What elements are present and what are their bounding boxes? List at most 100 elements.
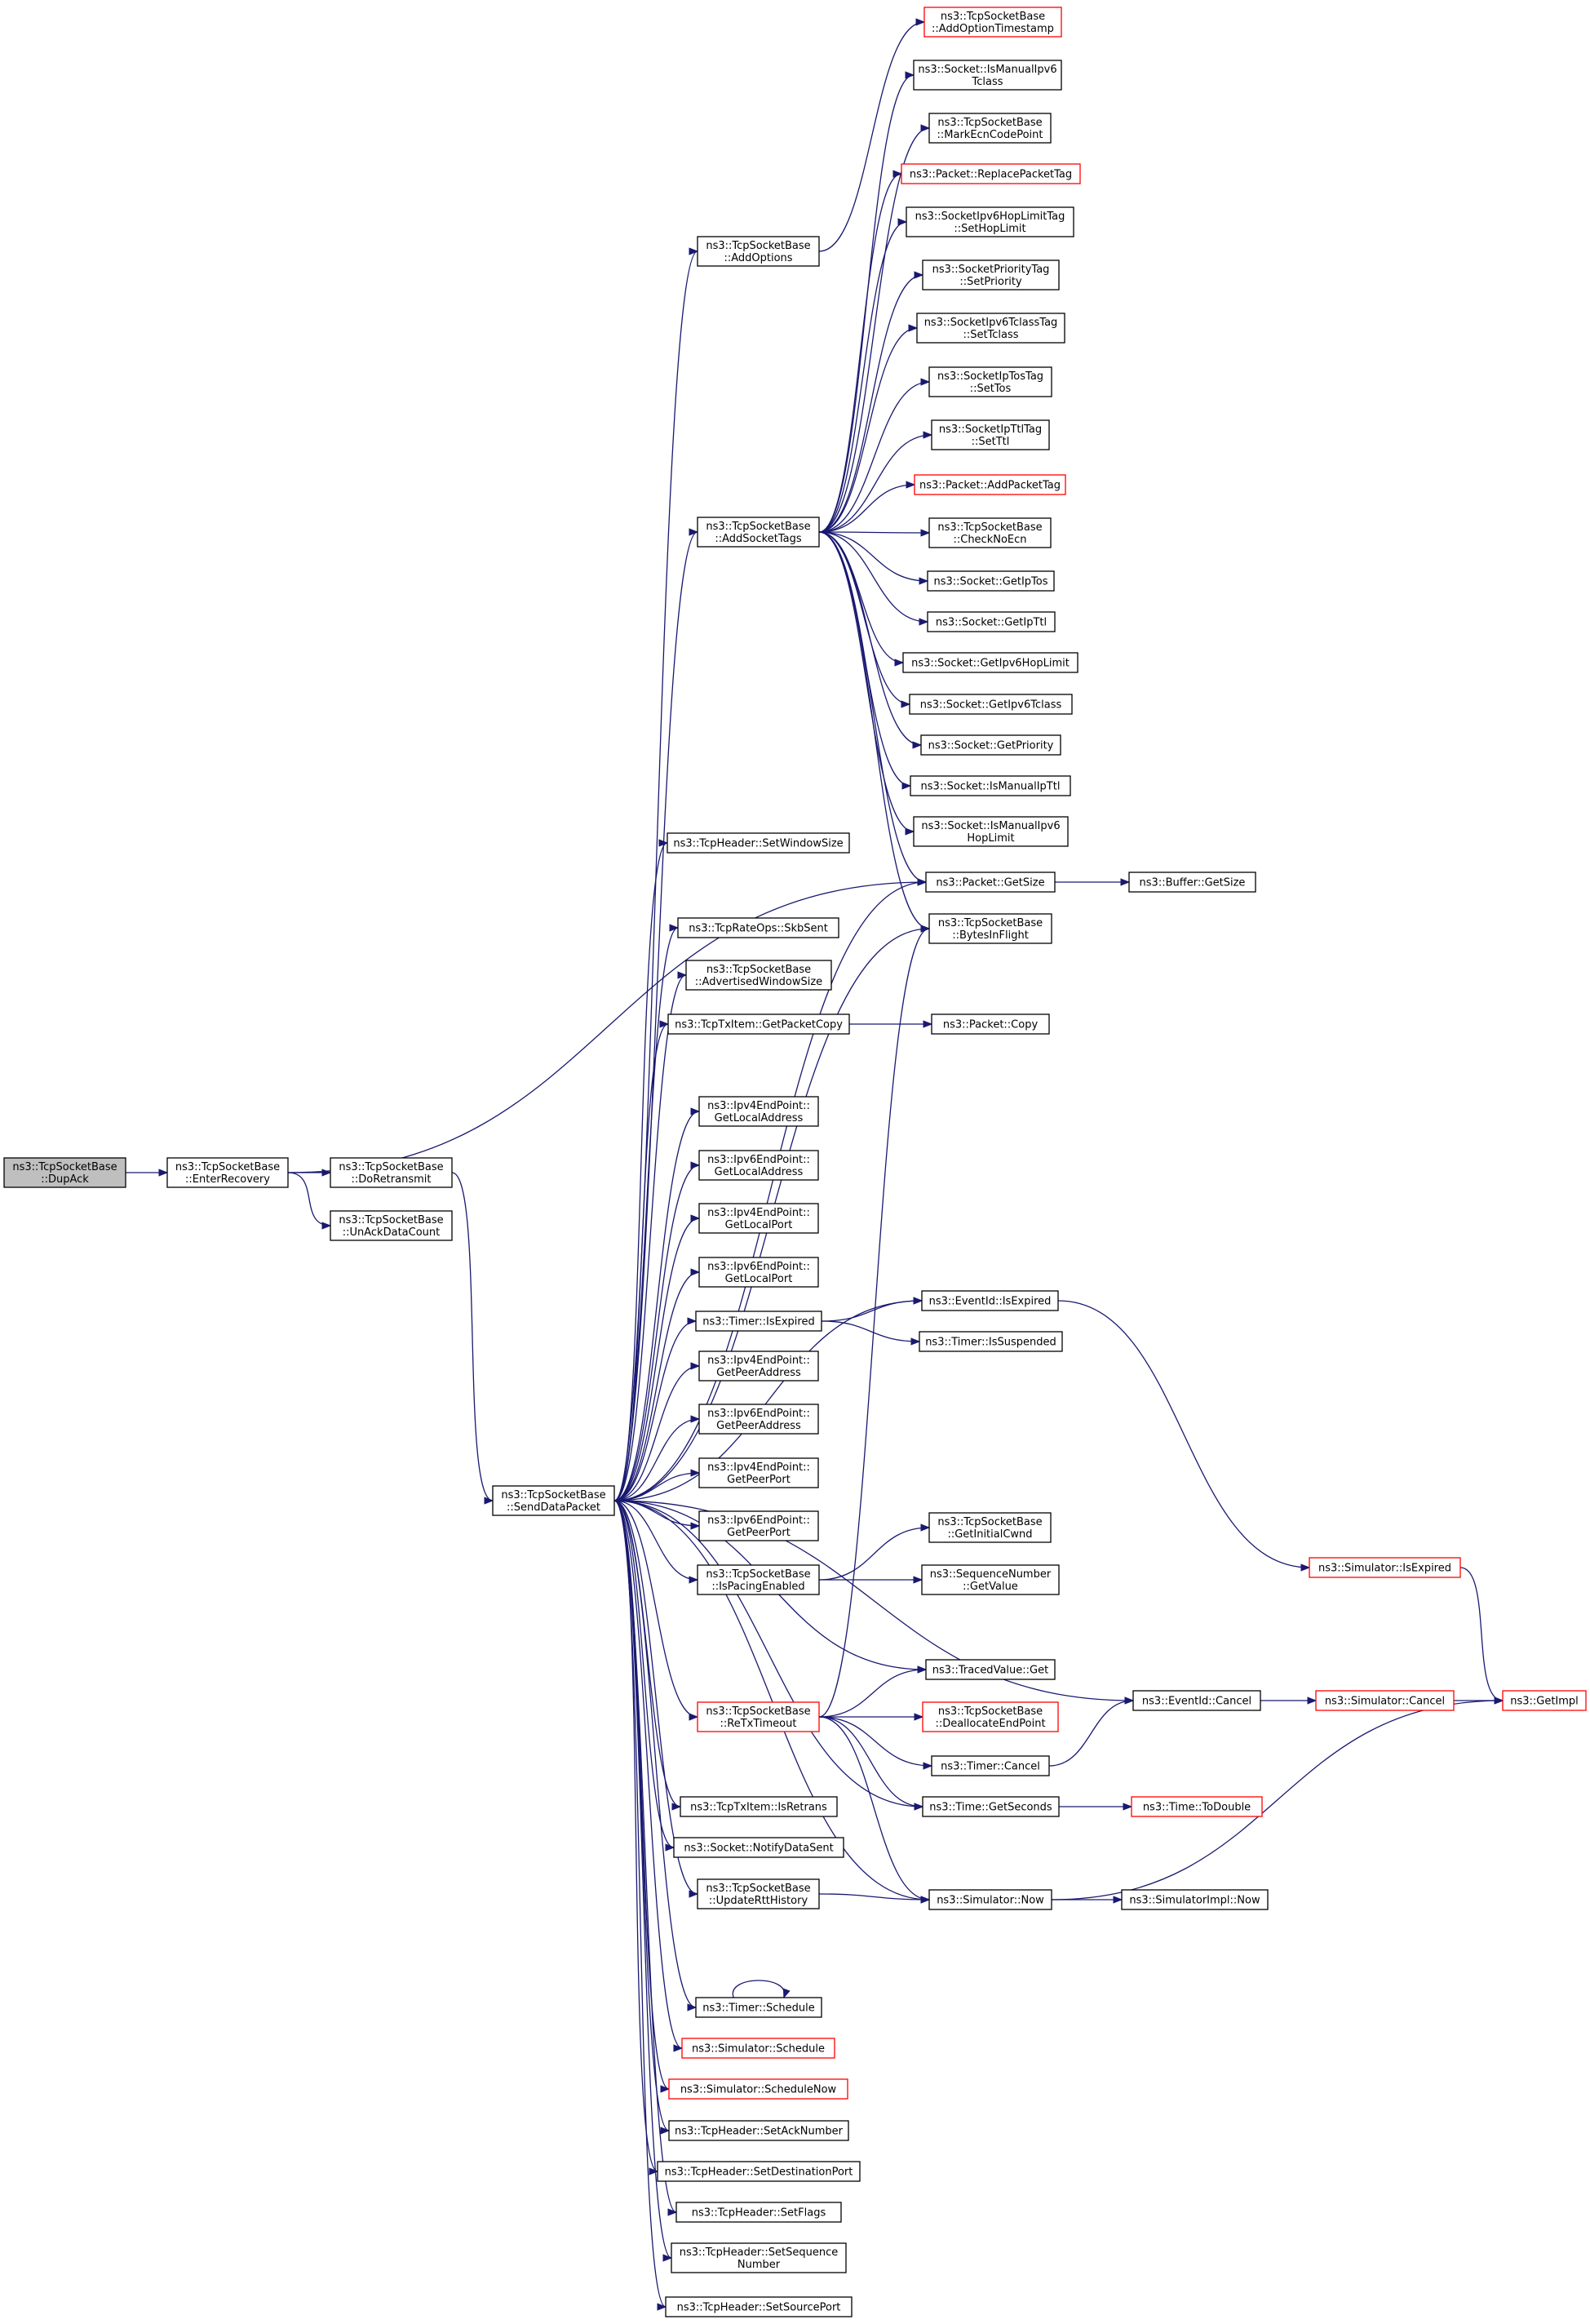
node-ipv4getpeeraddress[interactable]: ns3::Ipv4EndPoint::GetPeerAddress [698, 1350, 819, 1382]
node-ipv4getpeerport[interactable]: ns3::Ipv4EndPoint::GetPeerPort [698, 1457, 819, 1488]
node-simschedule[interactable]: ns3::Simulator::Schedule [681, 2038, 835, 2059]
node-notifydatasent[interactable]: ns3::Socket::NotifyDataSent [673, 1837, 844, 1858]
node-getinitialcwnd[interactable]: ns3::TcpSocketBase::GetInitialCwnd [928, 1512, 1052, 1543]
node-simschedulenow[interactable]: ns3::Simulator::ScheduleNow [668, 2078, 848, 2100]
node-box [931, 419, 1050, 450]
node-updaterttistory[interactable]: ns3::TcpSocketBase::UpdateRttHistory [697, 1878, 820, 1909]
node-timerissuspended[interactable]: ns3::Timer::IsSuspended [919, 1331, 1063, 1352]
edge-senddatapacket-to-timerschedule [613, 1500, 698, 2011]
edge-addoptions-to-addoptiontimestamp [818, 18, 926, 252]
edge-enterrecovery-to-unackdatacount [287, 1172, 332, 1230]
node-dupack[interactable]: ns3::TcpSocketBase::DupAck [3, 1157, 126, 1188]
node-getpacketcopy[interactable]: ns3::TcpTxItem::GetPacketCopy [667, 1013, 850, 1035]
node-label: ::SetTos [970, 383, 1012, 395]
node-unackdatacount[interactable]: ns3::TcpSocketBase::UnAckDataCount [330, 1210, 453, 1241]
edge-doretransmit-to-senddatapacket [451, 1172, 494, 1505]
node-simisexpired[interactable]: ns3::Simulator::IsExpired [1309, 1557, 1461, 1578]
node-sethoplimit[interactable]: ns3::SocketIpv6HopLimitTag::SetHopLimit [906, 206, 1074, 237]
node-label: ns3::Socket::IsManualIpTtl [921, 781, 1061, 793]
node-getiptos[interactable]: ns3::Socket::GetIpTos [927, 570, 1055, 592]
edge-senddatapacket-to-updaterttistory [613, 1500, 699, 1898]
edge-senddatapacket-to-ipv4getpeerport [613, 1469, 701, 1501]
node-label: GetLocalPort [725, 1273, 793, 1285]
node-box [1132, 1690, 1261, 1711]
node-addoptions[interactable]: ns3::TcpSocketBase::AddOptions [697, 236, 820, 267]
node-ipv4getlocalport[interactable]: ns3::Ipv4EndPoint::GetLocalPort [698, 1203, 819, 1234]
node-box [697, 1564, 820, 1595]
node-retxtimeout[interactable]: ns3::TcpSocketBase::ReTxTimeout [697, 1701, 820, 1732]
node-packetcopy[interactable]: ns3::Packet::Copy [931, 1013, 1050, 1035]
node-timegetseconds[interactable]: ns3::Time::GetSeconds [922, 1796, 1060, 1817]
node-doretransmit[interactable]: ns3::TcpSocketBase::DoRetransmit [330, 1157, 453, 1188]
node-setttl[interactable]: ns3::SocketIpTtlTag::SetTtl [931, 419, 1050, 450]
node-addpackettag[interactable]: ns3::Packet::AddPacketTag [914, 474, 1066, 495]
node-skbsent[interactable]: ns3::TcpRateOps::SkbSent [677, 917, 839, 938]
node-getipv6tclass[interactable]: ns3::Socket::GetIpv6Tclass [909, 694, 1073, 715]
node-ipv6getpeeraddress[interactable]: ns3::Ipv6EndPoint::GetPeerAddress [698, 1404, 819, 1435]
node-setdestinationport[interactable]: ns3::TcpHeader::SetDestinationPort [657, 2161, 861, 2182]
edge-addsockettags-to-settclass [818, 324, 919, 533]
node-simnow[interactable]: ns3::Simulator::Now [928, 1889, 1052, 1910]
node-ismanualipttl[interactable]: ns3::Socket::IsManualIpTtl [910, 775, 1071, 796]
node-bytesinflight[interactable]: ns3::TcpSocketBase::BytesInFlight [928, 913, 1052, 944]
edge-eventidisexpired-to-simisexpired [1057, 1300, 1311, 1572]
node-ipv6getpeerport[interactable]: ns3::Ipv6EndPoint::GetPeerPort [698, 1510, 819, 1541]
node-setacknumber[interactable]: ns3::TcpHeader::SetAckNumber [668, 2120, 849, 2141]
node-simimplnow[interactable]: ns3::SimulatorImpl::Now [1121, 1889, 1269, 1910]
node-packetgetsize[interactable]: ns3::Packet::GetSize [925, 872, 1056, 893]
node-eventidisexpired[interactable]: ns3::EventId::IsExpired [921, 1290, 1059, 1311]
node-buffergetsize[interactable]: ns3::Buffer::GetSize [1128, 872, 1256, 893]
node-box [902, 652, 1078, 673]
node-label: GetLocalAddress [715, 1166, 804, 1178]
node-box [1128, 872, 1256, 893]
node-ispacingenabled[interactable]: ns3::TcpSocketBase::IsPacingEnabled [697, 1564, 820, 1595]
node-label: ::BytesInFlight [952, 929, 1029, 942]
node-settclass[interactable]: ns3::SocketIpv6TclassTag::SetTclass [916, 313, 1065, 344]
node-markecncodepoint[interactable]: ns3::TcpSocketBase::MarkEcnCodePoint [928, 113, 1052, 144]
node-setpriority[interactable]: ns3::SocketPriorityTag::SetPriority [922, 259, 1060, 290]
node-enterrecovery[interactable]: ns3::TcpSocketBase::EnterRecovery [166, 1157, 289, 1188]
node-getipttl[interactable]: ns3::Socket::GetIpTtl [927, 611, 1056, 632]
edge-addsockettags-to-settos [818, 378, 931, 533]
node-box [695, 1311, 822, 1332]
node-timerisexpired[interactable]: ns3::Timer::IsExpired [695, 1311, 822, 1332]
node-getimpl[interactable]: ns3::GetImpl [1502, 1690, 1587, 1711]
edge-timerisexpired-to-timerissuspended [821, 1320, 921, 1346]
node-addsockettags[interactable]: ns3::TcpSocketBase::AddSocketTags [697, 517, 820, 548]
node-setwindowsize[interactable]: ns3::TcpHeader::SetWindowSize [667, 832, 850, 854]
node-box [928, 113, 1052, 144]
node-checknoecn[interactable]: ns3::TcpSocketBase::CheckNoEcn [928, 517, 1052, 548]
node-simcancel[interactable]: ns3::Simulator::Cancel [1315, 1690, 1455, 1711]
node-getipv6hoplimit[interactable]: ns3::Socket::GetIpv6HopLimit [902, 652, 1078, 673]
node-timercancel[interactable]: ns3::Timer::Cancel [931, 1755, 1050, 1776]
node-addoptiontimestamp[interactable]: ns3::TcpSocketBase::AddOptionTimestamp [923, 7, 1062, 38]
node-label: ns3::TcpSocketBase [706, 521, 810, 533]
node-setsourceport[interactable]: ns3::TcpHeader::SetSourcePort [665, 2296, 853, 2317]
node-senddatapacket[interactable]: ns3::TcpSocketBase::SendDataPacket [492, 1485, 615, 1516]
node-deallocateendpoint[interactable]: ns3::TcpSocketBase::DeallocateEndPoint [922, 1701, 1059, 1732]
node-label: ::AdvertisedWindowSize [695, 976, 822, 988]
edge-senddatapacket-to-ipv4getlocaladdress [613, 1107, 701, 1501]
node-seqgetvalue[interactable]: ns3::SequenceNumber::GetValue [921, 1564, 1060, 1595]
node-ipv6getlocalport[interactable]: ns3::Ipv6EndPoint::GetLocalPort [698, 1257, 819, 1288]
node-timetodouble[interactable]: ns3::Time::ToDouble [1131, 1796, 1263, 1817]
node-getpriority[interactable]: ns3::Socket::GetPriority [920, 734, 1061, 756]
node-label: GetPeerPort [727, 1527, 791, 1539]
node-ipv6getlocaladdress[interactable]: ns3::Ipv6EndPoint::GetLocalAddress [698, 1150, 819, 1181]
node-box [922, 1701, 1059, 1732]
node-replacepackettag[interactable]: ns3::Packet::ReplacePacketTag [901, 163, 1081, 184]
node-advertisedwindowsize[interactable]: ns3::TcpSocketBase::AdvertisedWindowSize [685, 960, 832, 991]
node-label: ns3::TcpSocketBase [339, 1214, 443, 1226]
node-setflags[interactable]: ns3::TcpHeader::SetFlags [675, 2202, 842, 2223]
node-tracedvalueget[interactable]: ns3::TracedValue::Get [925, 1659, 1056, 1680]
node-timerschedule[interactable]: ns3::Timer::Schedule [695, 1997, 822, 2018]
node-box [698, 1203, 819, 1234]
node-settos[interactable]: ns3::SocketIpTosTag::SetTos [928, 366, 1052, 397]
node-eventidcancel[interactable]: ns3::EventId::Cancel [1132, 1690, 1261, 1711]
node-ipv4getlocaladdress[interactable]: ns3::Ipv4EndPoint::GetLocalAddress [698, 1096, 819, 1127]
node-isretrans[interactable]: ns3::TcpTxItem::IsRetrans [680, 1796, 838, 1817]
node-label: ns3::Simulator::Cancel [1325, 1696, 1445, 1708]
